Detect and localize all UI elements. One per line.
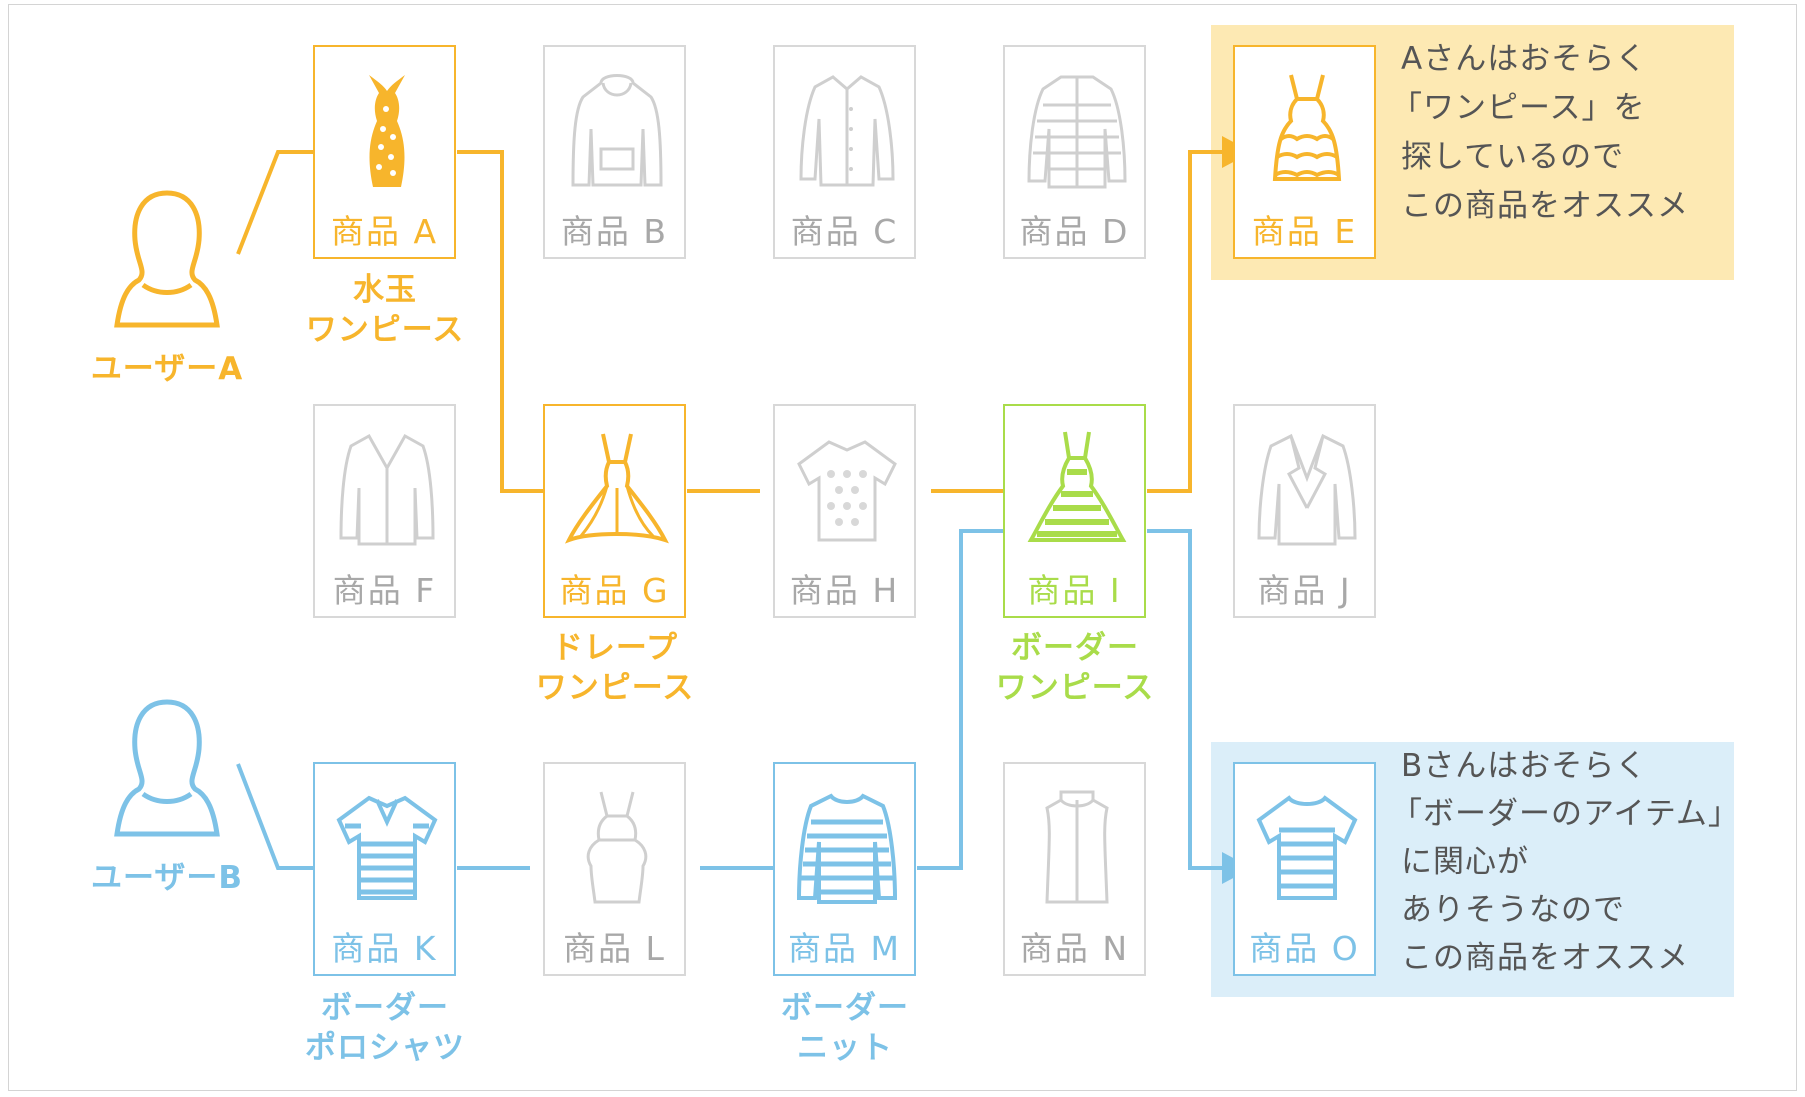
blazer-icon xyxy=(1257,433,1357,546)
caption-line: ワンピース xyxy=(535,670,695,706)
product-j: 商品 J xyxy=(1233,404,1376,618)
product-label: 商品 A xyxy=(330,212,439,251)
peplum-dress-icon xyxy=(586,791,648,904)
user-a-name: ユーザーA xyxy=(90,351,244,387)
product-f: 商品 F xyxy=(313,404,456,618)
caption-product-k: ボーダー ポロシャツ xyxy=(290,988,480,1068)
user-b: ユーザーB xyxy=(82,694,252,897)
path-a-to-g xyxy=(457,150,543,493)
path-i-to-o xyxy=(1147,529,1222,870)
product-o: 商品 O xyxy=(1233,762,1376,976)
product-a: 商品 A xyxy=(313,45,456,259)
vest-icon xyxy=(1045,790,1109,904)
callout-b-line: この商品をオススメ xyxy=(1401,940,1689,976)
product-k: 商品 K xyxy=(313,762,456,976)
path-user-b xyxy=(236,763,313,870)
path-user-a xyxy=(236,150,313,255)
border-dress-icon xyxy=(1027,431,1127,542)
product-m: 商品 M xyxy=(773,762,916,976)
product-d: 商品 D xyxy=(1003,45,1146,259)
border-polo-icon xyxy=(336,795,438,900)
product-label: 商品 C xyxy=(790,212,899,251)
caption-product-a: 水玉 ワンピース xyxy=(290,270,480,350)
product-label: 商品 M xyxy=(788,929,901,968)
ruffle-dress-icon xyxy=(1272,74,1342,181)
product-label: 商品 L xyxy=(563,929,666,968)
product-label: 商品 O xyxy=(1249,929,1360,968)
user-silhouette-icon xyxy=(114,190,220,328)
path-i-to-e xyxy=(1147,150,1222,493)
product-c: 商品 C xyxy=(773,45,916,259)
drape-dress-icon xyxy=(564,433,669,544)
callout-b-line: 「ボーダーのアイテム」 xyxy=(1391,796,1740,832)
polka-dot-tshirt-icon xyxy=(797,440,897,542)
product-label: 商品 N xyxy=(1019,929,1130,968)
polka-dot-dress-icon xyxy=(369,75,405,187)
caption-line: ポロシャツ xyxy=(305,1030,465,1066)
callout-a-line: 「ワンピース」を xyxy=(1391,90,1646,126)
callout-a-line: この商品をオススメ xyxy=(1401,188,1689,224)
product-b: 商品 B xyxy=(543,45,686,259)
product-label: 商品 I xyxy=(1027,571,1122,610)
product-label: 商品 B xyxy=(560,212,669,251)
border-tshirt-icon xyxy=(1256,795,1358,900)
down-jacket-icon xyxy=(1027,75,1127,189)
cardigan-icon xyxy=(339,433,435,546)
callout-b-line: に関心が xyxy=(1401,844,1529,880)
callout-a-line: 探しているので xyxy=(1401,139,1625,175)
caption-line: ワンピース xyxy=(305,312,465,348)
product-n: 商品 N xyxy=(1003,762,1146,976)
product-label: 商品 E xyxy=(1251,212,1358,251)
caption-product-m: ボーダー ニット xyxy=(750,988,940,1068)
user-silhouette-icon xyxy=(114,699,220,837)
caption-line: ボーダー xyxy=(1011,630,1139,666)
border-knit-icon xyxy=(796,793,898,904)
user-b-name: ユーザーB xyxy=(90,860,243,896)
path-m-to-i xyxy=(917,529,1003,870)
caption-line: 水玉 xyxy=(353,272,417,308)
caption-line: ドレープ xyxy=(551,630,679,666)
callout-a-line: Aさんはおそらく xyxy=(1401,41,1648,77)
product-i: 商品 I xyxy=(1003,404,1146,618)
caption-product-i: ボーダー ワンピース xyxy=(980,628,1170,708)
callout-b-line: Bさんはおそらく xyxy=(1401,748,1648,784)
caption-line: ボーダー xyxy=(781,990,909,1026)
user-a: ユーザーA xyxy=(82,185,252,388)
product-label: 商品 F xyxy=(332,571,437,610)
hoodie-icon xyxy=(571,74,663,187)
product-label: 商品 G xyxy=(559,571,670,610)
product-h: 商品 H xyxy=(773,404,916,618)
product-e: 商品 E xyxy=(1233,45,1376,259)
caption-line: ボーダー xyxy=(321,990,449,1026)
callout-b-line: ありそうなので xyxy=(1401,892,1625,928)
product-label: 商品 K xyxy=(331,929,438,968)
caption-product-g: ドレープ ワンピース xyxy=(520,628,710,708)
product-g: 商品 G xyxy=(543,404,686,618)
product-label: 商品 D xyxy=(1019,212,1130,251)
caption-line: ニット xyxy=(797,1030,893,1066)
shirt-icon xyxy=(799,75,895,187)
product-label: 商品 J xyxy=(1257,571,1352,610)
caption-line: ワンピース xyxy=(995,670,1155,706)
product-label: 商品 H xyxy=(789,571,900,610)
product-l: 商品 L xyxy=(543,762,686,976)
